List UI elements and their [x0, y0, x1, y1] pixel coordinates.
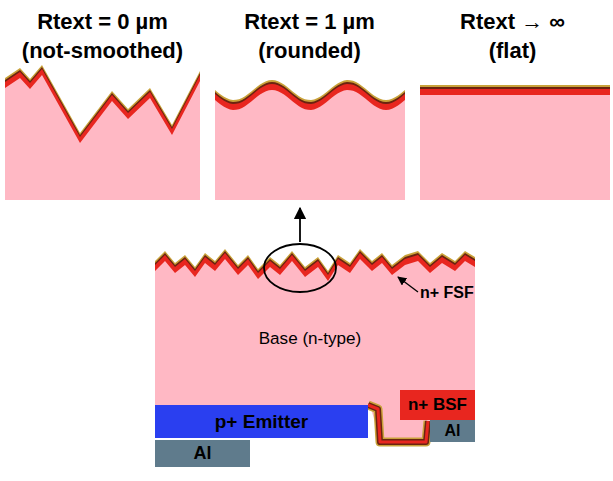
al-contact: Al	[155, 440, 250, 467]
layer-label: n+ FSF	[420, 284, 474, 302]
metal-layer	[420, 85, 610, 200]
metal-layer	[5, 65, 200, 200]
panel-heading: Rtext → ∞ (flat)	[415, 2, 610, 70]
node-text: n+ BSF	[408, 395, 467, 415]
node-text: p+ Emitter	[215, 411, 308, 433]
node-text: Al	[194, 443, 212, 464]
node-text: Rtext = 1 µm	[244, 9, 375, 34]
silicon-base	[155, 259, 475, 440]
node-text: (rounded)	[258, 38, 361, 63]
silicon-base	[420, 95, 610, 200]
silicon-base	[5, 75, 200, 200]
texture-panels	[5, 65, 610, 200]
silicon-base	[215, 90, 405, 200]
passivation-layer	[5, 67, 200, 200]
al-contact: Al	[430, 420, 475, 442]
node-text: Al	[445, 422, 461, 440]
emitter-region: p+ Emitter	[155, 405, 368, 438]
cell-cross-section	[155, 249, 475, 442]
passivation-layer	[215, 82, 405, 200]
bsf-region: n+ BSF	[400, 390, 475, 420]
doped-layer	[420, 89, 610, 200]
node-text: Rtext → ∞	[460, 9, 565, 34]
panel-heading: Rtext = 1 µm (rounded)	[212, 2, 407, 70]
panel-heading: Rtext = 0 µm (not-smoothed)	[5, 2, 200, 70]
doped-layer	[215, 84, 405, 200]
leader-line	[398, 277, 418, 292]
node-text: (not-smoothed)	[22, 38, 183, 63]
zoom-arrow	[299, 208, 301, 242]
doped-layer	[5, 69, 200, 200]
node-text: (flat)	[489, 38, 537, 63]
metal-layer	[215, 80, 405, 200]
passivation-layer	[420, 87, 610, 200]
zoom-circle	[264, 244, 336, 292]
node-text: Base (n-type)	[259, 329, 362, 349]
node-text: Rtext = 0 µm	[37, 9, 168, 34]
base-region: Base (n-type)	[258, 312, 362, 366]
